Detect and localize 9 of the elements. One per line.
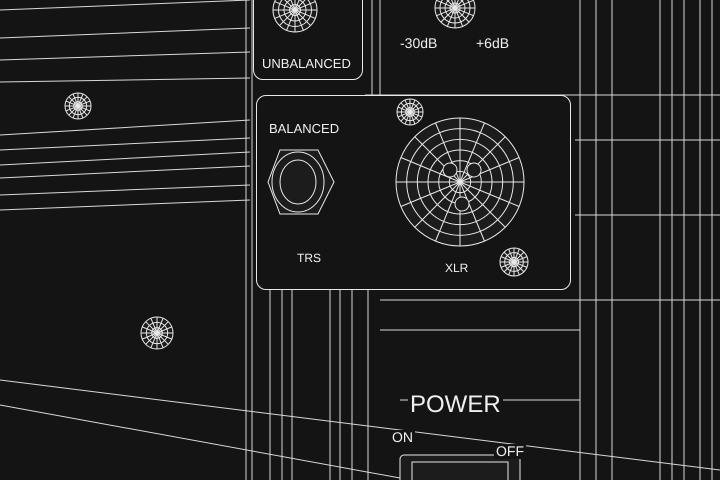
- switch-label: OFF: [494, 444, 526, 460]
- level-label: -30dB: [398, 36, 440, 52]
- panel-outline: [256, 95, 571, 290]
- panel-outline: [253, 0, 363, 80]
- panel-label: UNBALANCED: [260, 57, 353, 72]
- panel-label: BALANCED: [267, 122, 342, 136]
- level-label: +6dB: [474, 36, 512, 52]
- jack-label: TRS: [295, 252, 323, 266]
- switch-label: ON: [390, 430, 415, 446]
